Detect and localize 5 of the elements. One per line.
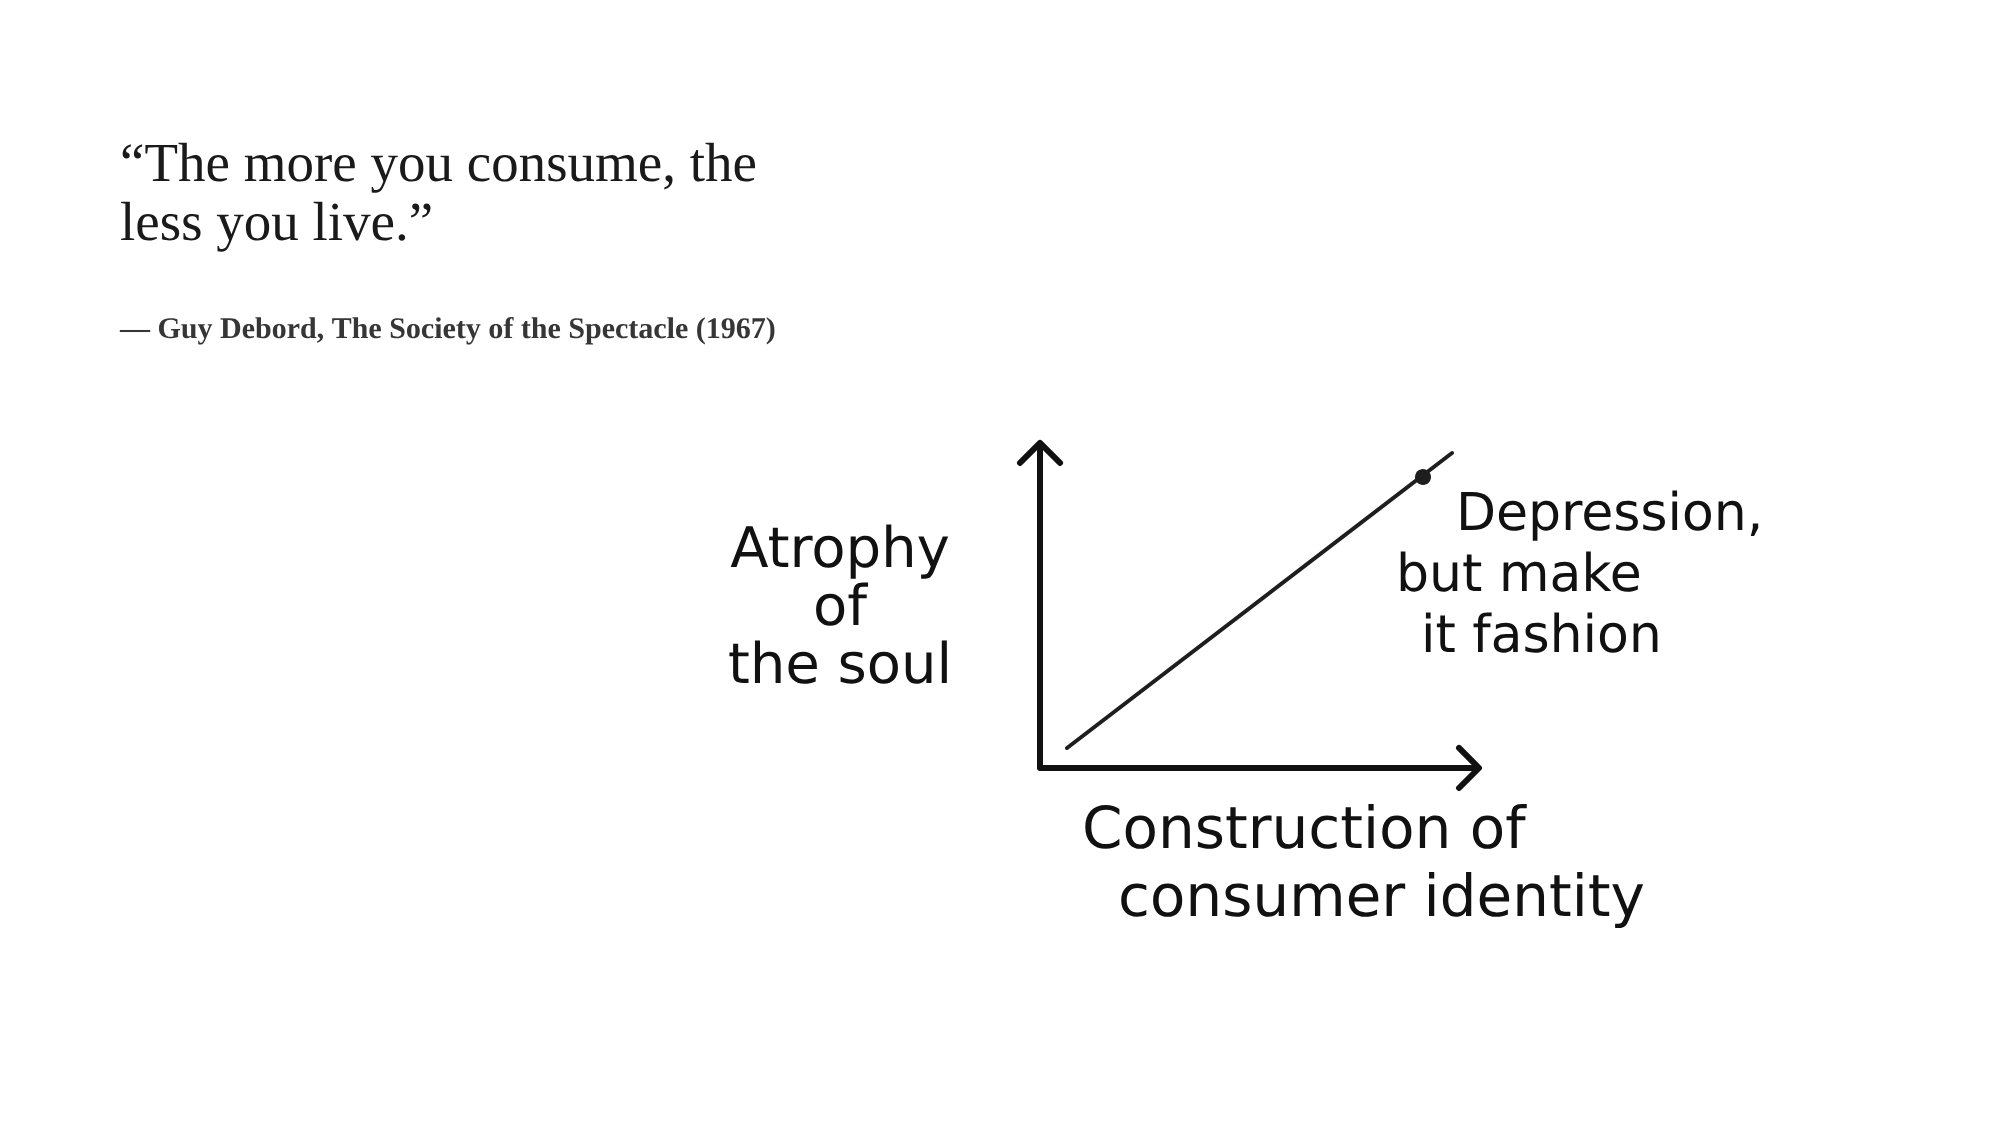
attribution: — Guy Debord, The Society of the Spectacle (1967) (119, 316, 775, 345)
axis-label: Atrophy of the soul (729, 524, 949, 684)
annotation-text: Depression, but make it fashion (1400, 490, 1759, 653)
axis-label: Construction of consumer identity (1085, 803, 1644, 929)
quotation: “The more you consume, the less you live.” (121, 142, 756, 252)
